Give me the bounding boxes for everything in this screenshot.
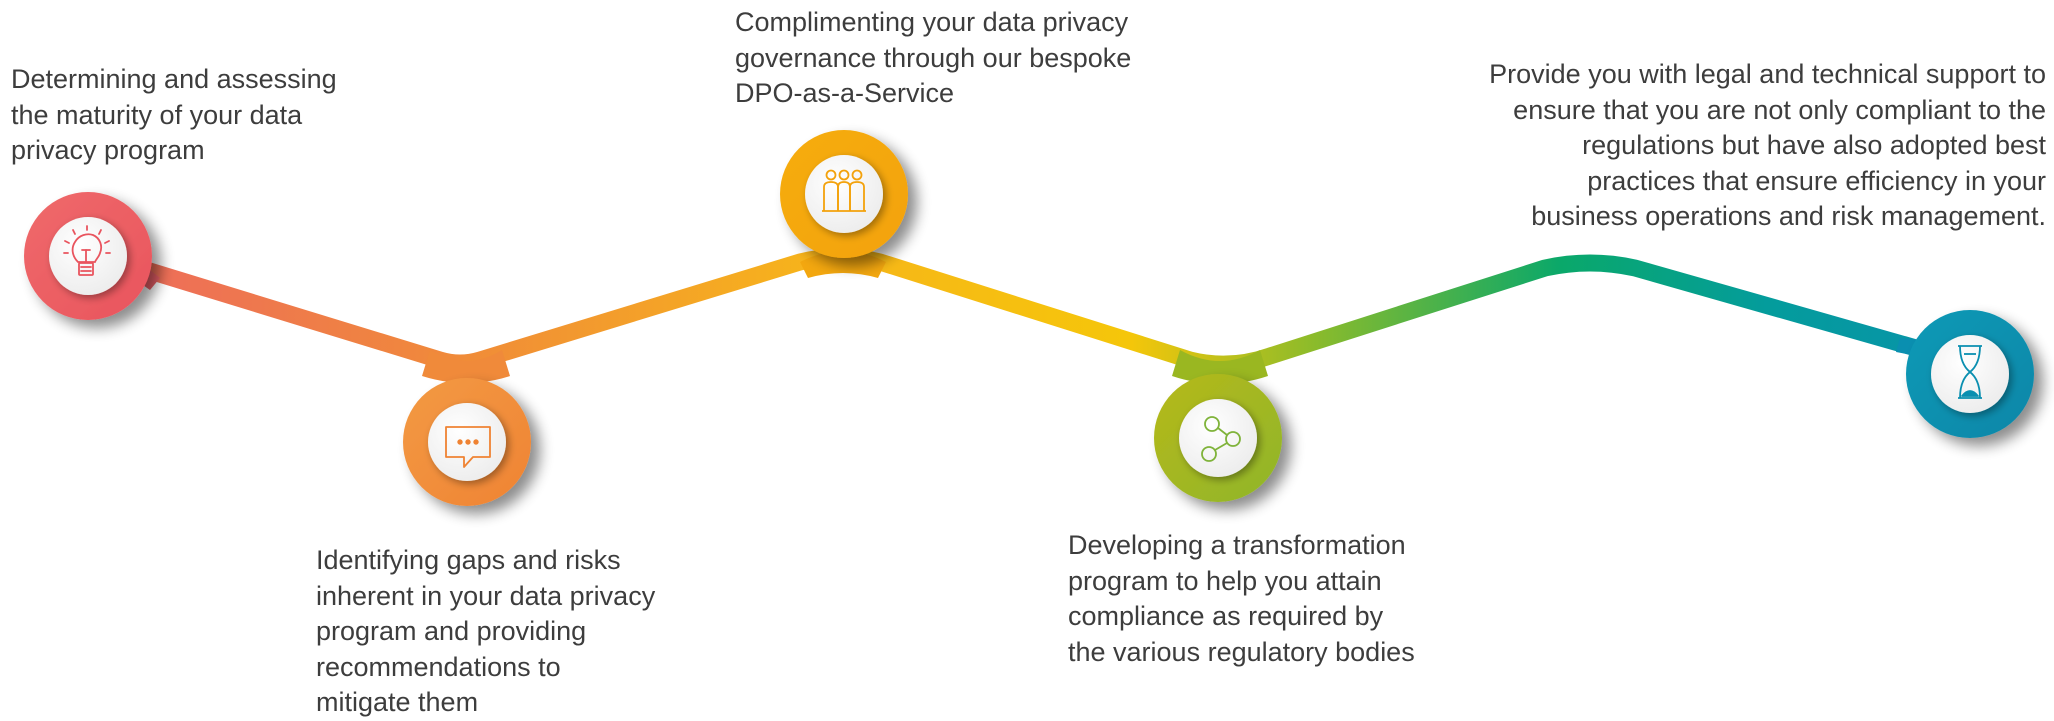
- text-line: program and providing: [316, 616, 587, 646]
- text-line: Provide you with legal and technical sup…: [1489, 59, 2046, 89]
- step-text-assess: Determining and assessing the maturity o…: [11, 62, 371, 169]
- text-line: program to help you attain: [1068, 565, 1382, 596]
- text-line: business operations and risk management.: [1531, 201, 2046, 231]
- text-line: the various regulatory bodies: [1068, 636, 1415, 667]
- step-text-dpo: Complimenting your data privacy governan…: [735, 5, 1195, 112]
- step-text-transform: Developing a transformation program to h…: [1068, 528, 1488, 670]
- share-nodes-icon: [1201, 416, 1241, 462]
- text-line: Complimenting your data privacy: [735, 7, 1129, 37]
- text-line: DPO-as-a-Service: [735, 78, 955, 108]
- node-inner: [1931, 335, 2009, 413]
- hourglass-icon: [1958, 345, 1982, 399]
- node-inner: [1179, 399, 1257, 477]
- step-text-support: Provide you with legal and technical sup…: [1426, 57, 2046, 235]
- timeline-path: [131, 248, 1939, 373]
- text-line: regulations but have also adopted best: [1582, 130, 2046, 160]
- speech-bubble-icon: [445, 426, 491, 468]
- text-line: recommendations to: [316, 651, 561, 682]
- step-text-gaps: Identifying gaps and risks inherent in y…: [316, 543, 696, 721]
- node-inner: [49, 217, 127, 295]
- text-line: Determining and assessing: [11, 64, 337, 94]
- text-line: practices that ensure efficiency in your: [1587, 165, 2046, 196]
- text-line: compliance as required by: [1068, 601, 1384, 631]
- text-line: governance through our bespoke: [735, 42, 1132, 73]
- step-node-gaps: [403, 350, 531, 506]
- people-group-icon: [822, 169, 866, 212]
- step-node-transform: [1154, 350, 1282, 502]
- step-node-dpo: [780, 130, 908, 278]
- node-inner: [805, 155, 883, 233]
- lightbulb-icon: [63, 225, 111, 276]
- step-node-support: [1896, 310, 2034, 438]
- text-line: ensure that you are not only compliant t…: [1513, 94, 2046, 125]
- text-line: the maturity of your data: [11, 99, 303, 130]
- text-line: Developing a transformation: [1068, 530, 1406, 560]
- text-line: privacy program: [11, 135, 205, 165]
- text-line: inherent in your data privacy: [316, 580, 656, 611]
- text-line: Identifying gaps and risks: [316, 545, 621, 575]
- step-node-assess: [24, 192, 160, 320]
- text-line: mitigate them: [316, 687, 479, 717]
